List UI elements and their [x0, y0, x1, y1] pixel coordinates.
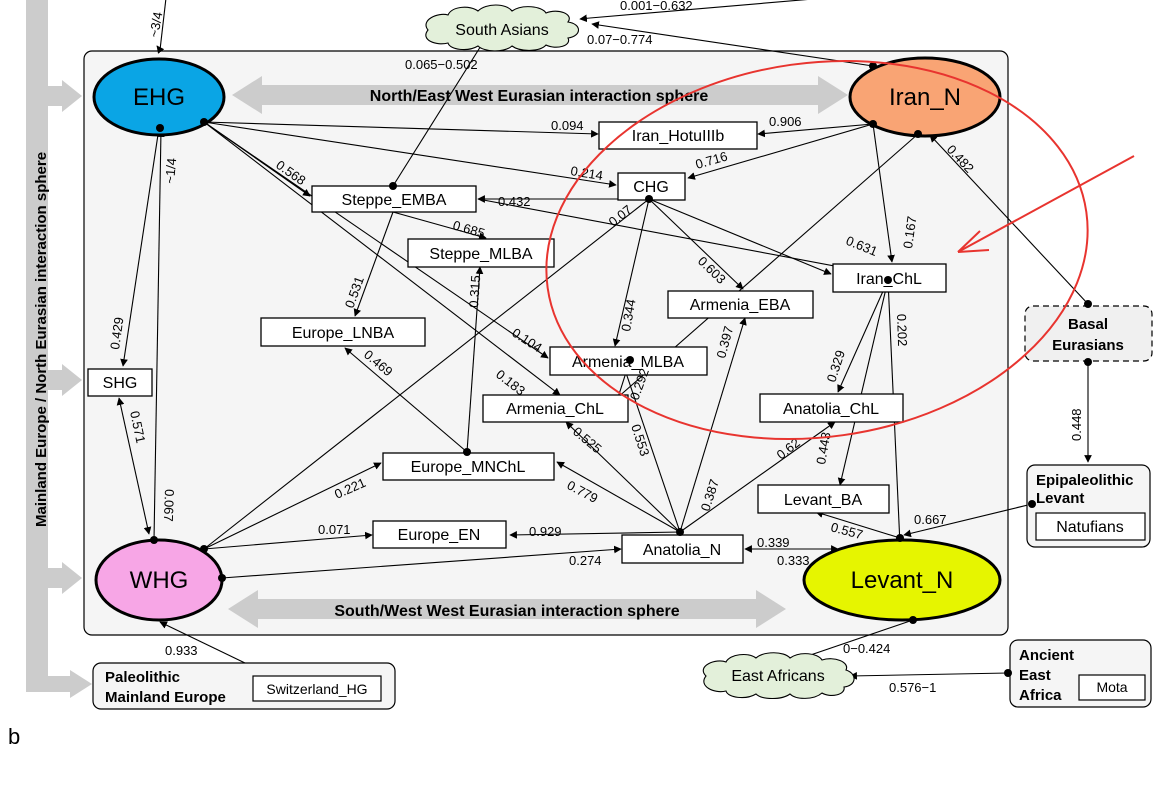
bottom-sphere-label: South/West West Eurasian interaction sph… [334, 603, 679, 620]
europe-en-label: Europe_EN [398, 527, 481, 544]
edge-label-mlba-315: 0.315 [466, 275, 483, 309]
levant-n-label: Levant_N [851, 567, 954, 594]
edge-label-natufians: 0.667 [914, 512, 947, 527]
edge-label-iran-hotu: 0.906 [769, 114, 802, 129]
iran-hotu-label: Iran_HotuIIIb [632, 128, 725, 145]
paleolithic-label-2: Mainland Europe [105, 689, 226, 706]
anatolia-n-box [621, 534, 744, 564]
anatolia-chl-box [759, 393, 904, 423]
armenia-chl-box [482, 394, 629, 423]
steppe-emba-label: Steppe_EMBA [342, 192, 447, 209]
steppe-mlba-box [407, 238, 555, 268]
epipaleolithic-label-1: Epipaleolithic [1036, 472, 1134, 489]
edge-label-sa-iran: 0.07−0.774 [587, 32, 652, 47]
natufians-box [1035, 512, 1146, 541]
east-africans-label: East Africans [731, 668, 824, 685]
europe-en-box [372, 520, 507, 549]
levant-ba-label: Levant_BA [784, 492, 863, 509]
east-africans-cloud [702, 652, 855, 700]
edge-label-iran-iranchl: 0.167 [900, 215, 919, 249]
edge-label-levn-anan: 0.333 [777, 553, 810, 568]
switzerland-hg-box [252, 675, 382, 702]
europe-mnchl-label: Europe_MNChL [411, 459, 526, 476]
iran-n-label: Iran_N [889, 84, 961, 111]
edge-label-whg-euen: 0.071 [318, 522, 351, 537]
iran-hotu-box [598, 121, 758, 150]
edge-endpoint-dots [150, 62, 1092, 677]
mota-box [1078, 674, 1146, 701]
edge-label-whg-ehg: 0.067 [161, 489, 177, 522]
chg-label: CHG [633, 179, 669, 196]
chg-box [617, 172, 686, 201]
shg-label: SHG [103, 375, 138, 392]
europe-lnba-label: Europe_LNBA [292, 325, 395, 342]
anatolia-chl-label: Anatolia_ChL [783, 401, 879, 418]
edge-label-ea-top: 0−0.424 [843, 641, 890, 656]
edge-label-ea-mota: 0.576−1 [889, 680, 936, 695]
edge-label-chg-armmlba: 0.344 [618, 298, 638, 333]
top-sphere-label: North/East West Eurasian interaction sph… [370, 88, 709, 105]
shg-box [87, 368, 153, 397]
ancient-east-africa-label-2: East [1019, 667, 1051, 684]
armenia-eba-box [667, 290, 814, 319]
south-asians-cloud [425, 4, 580, 52]
edge-label-chg-emba: 0.432 [498, 194, 531, 209]
basal-eurasians-label-1: Basal [1068, 316, 1108, 333]
red-highlight-annotation [545, 59, 1135, 441]
whg-label: WHG [130, 567, 189, 594]
mainland-europe-sphere-bar [26, 0, 92, 698]
natufians-label: Natufians [1056, 519, 1124, 536]
edge-label-sa-emba: 0.065−0.502 [405, 57, 478, 72]
south-asians-label: South Asians [455, 22, 548, 39]
armenia-chl-label: Armenia_ChL [506, 401, 604, 418]
edge-label-paleo-whg: 0.933 [165, 643, 198, 658]
panel-letter: b [8, 724, 20, 749]
ehg-node [92, 57, 226, 137]
edge-label-anan-levn: 0.339 [757, 535, 790, 550]
ancient-east-africa-label-3: Africa [1019, 687, 1062, 704]
ancient-east-africa-label-1: Ancient [1019, 647, 1074, 664]
edge-label-ehg-shg: 0.429 [107, 316, 126, 350]
ehg-label: EHG [133, 84, 185, 111]
epipaleolithic-label-2: Levant [1036, 490, 1084, 507]
edge-label-sa-top: 0.001−0.632 [620, 0, 693, 13]
edge-label-basal: 0.448 [1069, 408, 1084, 441]
side-sphere-label: Mainland Europe / North Eurasian interac… [33, 152, 50, 527]
edge-label-iranchl-202: 0.202 [894, 314, 910, 347]
edge-label-whg-anan: 0.274 [569, 553, 602, 568]
edge-label-whg-shg: 0.571 [127, 410, 148, 445]
levant-ba-box [757, 484, 890, 514]
edge-label-top-3-4: ~3/4 [146, 11, 165, 39]
bottom-sphere-arrow [228, 590, 786, 628]
top-sphere-arrow [232, 76, 848, 114]
europe-lnba-box [260, 317, 426, 347]
graph-edges [116, 0, 1092, 680]
basal-eurasians-label-2: Eurasians [1052, 337, 1124, 354]
edge-label-iranchl-443: 0.443 [813, 431, 833, 466]
switzerland-hg-label: Switzerland_HG [266, 681, 367, 697]
paleolithic-label-1: Paleolithic [105, 669, 180, 686]
edge-label-anan-euen: 0.929 [529, 524, 562, 539]
edge-label-ehg-whg-14: ~1/4 [162, 157, 179, 184]
box-labels: SHG Steppe_EMBA Steppe_MLBA Europe_LNBA … [103, 128, 922, 559]
edge-label-ehg-hotu: 0.094 [551, 118, 584, 133]
anatolia-n-label: Anatolia_N [643, 542, 721, 559]
europe-mnchl-box [382, 452, 555, 481]
box-nodes [87, 121, 947, 564]
steppe-mlba-label: Steppe_MLBA [429, 246, 533, 263]
armenia-eba-label: Armenia_EBA [690, 297, 791, 314]
mota-label: Mota [1096, 679, 1127, 695]
